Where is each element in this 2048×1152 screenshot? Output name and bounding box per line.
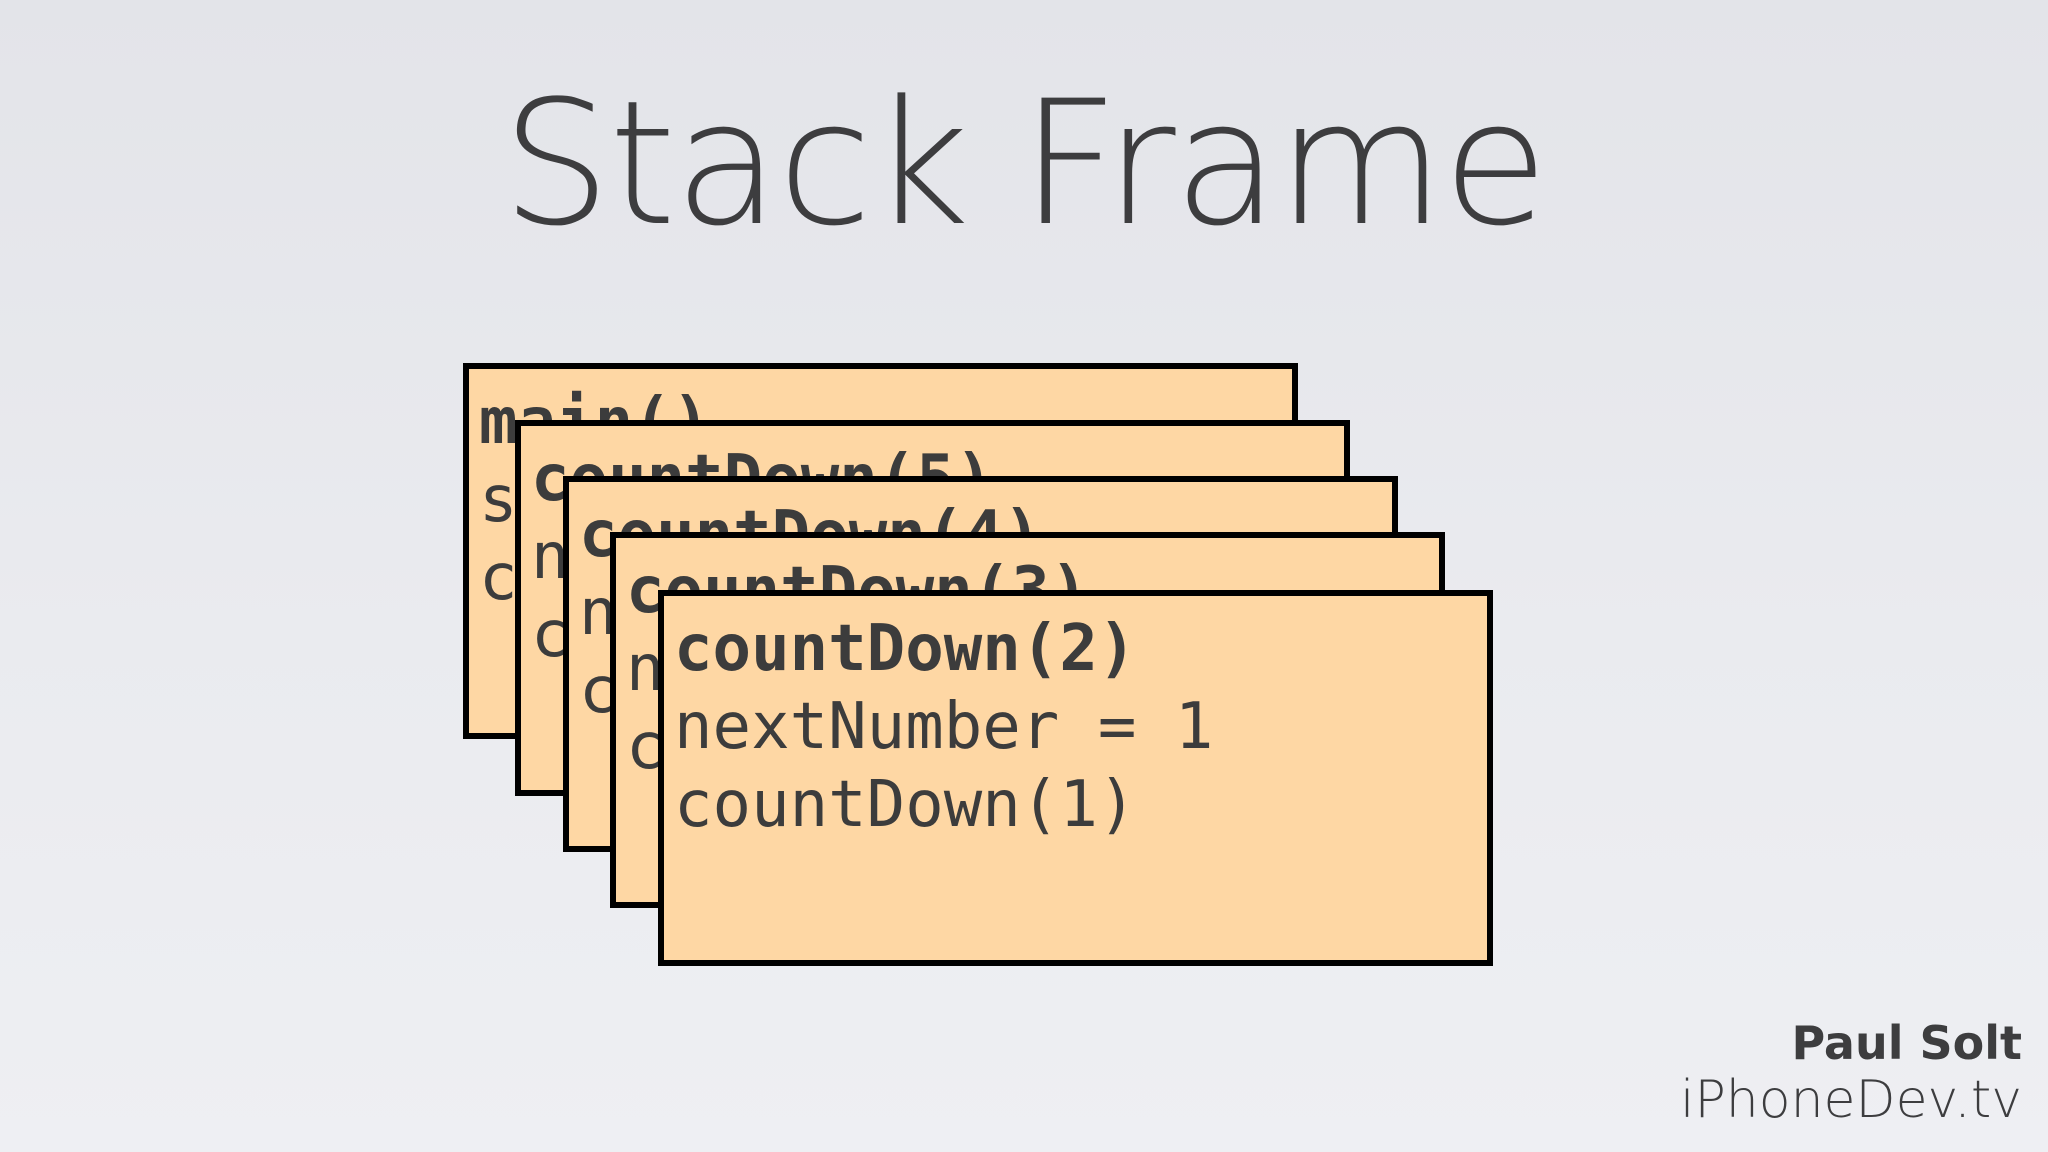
- frame-line: countDown(1): [674, 768, 1137, 842]
- slide-title: Stack Frame: [501, 63, 1549, 264]
- frame-function-name: countDown(2): [674, 612, 1137, 686]
- stack-frame-countdown-2: countDown(2) nextNumber = 1 countDown(1): [658, 590, 1493, 966]
- frame-line: c: [479, 541, 518, 615]
- author-credit: Paul Solt: [1791, 1016, 2022, 1070]
- website-credit: iPhoneDev.tv: [1680, 1070, 2022, 1130]
- frame-line: s: [479, 463, 518, 537]
- frame-line: nextNumber = 1: [674, 690, 1214, 764]
